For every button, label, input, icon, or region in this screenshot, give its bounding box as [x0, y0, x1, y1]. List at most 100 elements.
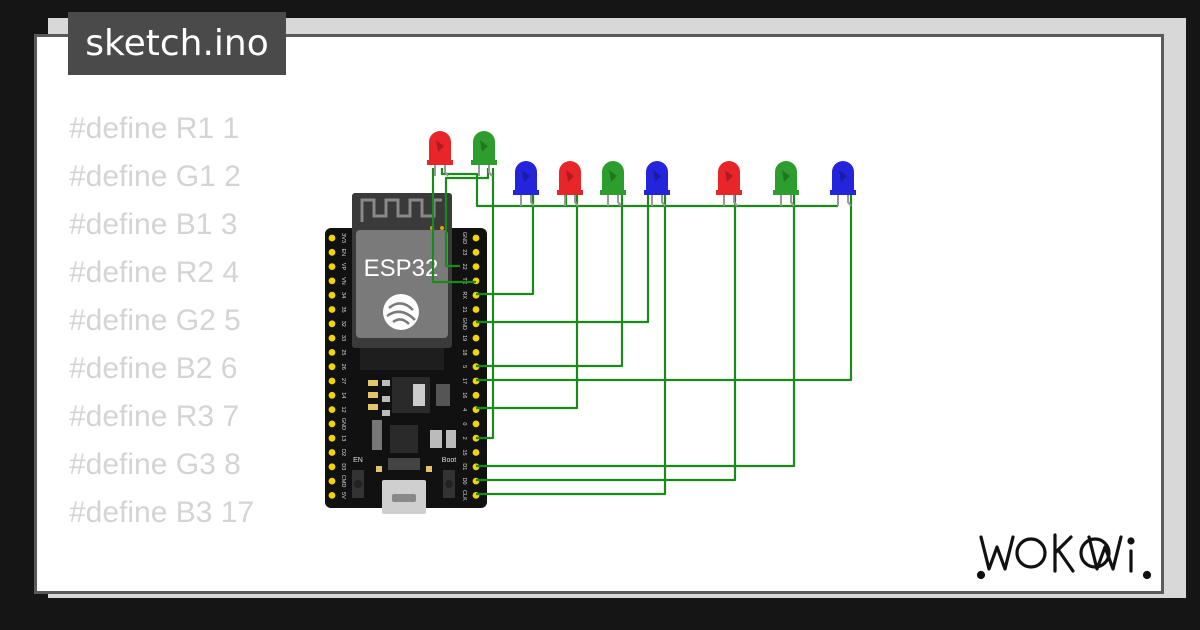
led-body [832, 161, 854, 194]
led-anvil [839, 170, 847, 182]
pin-label: 25 [340, 349, 346, 355]
pin-label: 16 [461, 392, 467, 398]
led-anvil [522, 170, 530, 182]
header-pin[interactable] [472, 248, 480, 256]
header-pin[interactable] [328, 449, 336, 456]
pin-label: 15 [461, 449, 467, 455]
led-body [473, 131, 495, 164]
code-line: #define R1 1 [69, 112, 240, 145]
code-lines: #define R1 1 #define G1 2 #define B1 3 #… [69, 105, 254, 537]
led-b2[interactable] [644, 161, 670, 207]
espressif-logo-icon [383, 294, 419, 330]
pin-label: 22 [461, 264, 467, 270]
header-pin[interactable] [328, 349, 336, 356]
led-rim [600, 190, 626, 195]
header-pin[interactable] [328, 477, 336, 485]
header-pin[interactable] [328, 363, 336, 371]
led-body [775, 161, 797, 194]
usb-socket [392, 494, 416, 502]
pin-label: GND [461, 232, 467, 244]
header-pin[interactable] [328, 434, 336, 442]
led-anvil [480, 140, 488, 152]
header-pin[interactable] [328, 334, 336, 342]
header-pin[interactable] [472, 263, 480, 270]
pin-label: GND [340, 418, 346, 430]
header-pin[interactable] [472, 349, 480, 356]
code-line: #define G1 2 [69, 160, 241, 193]
file-tab[interactable]: sketch.ino [68, 12, 286, 75]
pin-label: RX [461, 291, 467, 299]
led-legs [478, 164, 493, 177]
led-legs [780, 194, 795, 207]
led-g3[interactable] [773, 161, 799, 207]
header-pin[interactable] [328, 391, 336, 399]
pin-label: D1 [461, 463, 467, 470]
led-body [515, 161, 537, 194]
en-button-cap[interactable] [354, 480, 362, 488]
led-rim [773, 190, 799, 195]
pin-label: 34 [340, 292, 346, 298]
led-g2[interactable] [600, 161, 626, 207]
wire-g3 [476, 192, 796, 468]
led-r3[interactable] [716, 161, 742, 207]
wire-extra [476, 192, 667, 496]
pin-label: CLK [461, 490, 467, 501]
pin-label: GND [461, 318, 467, 330]
led-b1[interactable] [513, 161, 539, 207]
board-label: ESP32 [364, 255, 439, 282]
led-rim [427, 160, 453, 165]
header-pin[interactable] [328, 377, 336, 385]
led-anvil [436, 140, 444, 152]
led-anvil [609, 170, 617, 182]
header-pin[interactable] [328, 463, 336, 471]
pin-label: 35 [340, 306, 346, 312]
header-pin[interactable] [328, 492, 336, 499]
led-r2[interactable] [557, 161, 583, 207]
header-pin[interactable] [328, 306, 336, 313]
pin-label: 14 [340, 392, 346, 398]
left-pin-header: 3V3ENVPVN343532332526271412GND13D2D3CMD5… [328, 233, 346, 499]
header-pin[interactable] [328, 406, 336, 413]
led-body [429, 131, 451, 164]
header-pin[interactable] [472, 234, 480, 242]
header-pin[interactable] [328, 248, 336, 256]
header-pin[interactable] [472, 291, 480, 299]
header-pin[interactable] [328, 291, 336, 299]
module-shield [356, 230, 448, 338]
code-line: #define R3 7 [69, 400, 240, 433]
header-pin[interactable] [472, 391, 480, 399]
header-pin[interactable] [472, 449, 480, 456]
pin-label: 12 [340, 407, 346, 413]
pin-label: 27 [340, 378, 346, 384]
header-pin[interactable] [472, 306, 480, 313]
pin-label: 2 [461, 437, 467, 440]
header-pin[interactable] [472, 334, 480, 342]
pin-label: D2 [340, 449, 346, 456]
pin-label: 3V3 [340, 233, 346, 243]
pin-label: 23 [461, 249, 467, 255]
wire-b2 [476, 192, 650, 324]
led-anvil [782, 170, 790, 182]
pin-label: VP [340, 263, 346, 271]
led-anvil [653, 170, 661, 182]
led-anvil [725, 170, 733, 182]
header-pin[interactable] [328, 320, 336, 328]
code-line: #define B1 3 [69, 208, 238, 241]
led-r1[interactable] [427, 131, 453, 177]
led-array [427, 131, 856, 207]
header-pin[interactable] [328, 420, 336, 428]
header-pin[interactable] [472, 420, 480, 428]
led-b3[interactable] [830, 161, 856, 207]
led-g1[interactable] [471, 131, 497, 177]
boot-button-cap[interactable] [445, 480, 453, 488]
pin-label: 13 [340, 435, 346, 441]
pin-label: 0 [461, 422, 467, 425]
led-body [646, 161, 668, 194]
led-legs [434, 164, 449, 177]
header-pin[interactable] [328, 234, 336, 242]
header-pin[interactable] [328, 277, 336, 285]
led-rim [471, 160, 497, 165]
led-legs [564, 194, 579, 207]
header-pin[interactable] [328, 263, 336, 270]
